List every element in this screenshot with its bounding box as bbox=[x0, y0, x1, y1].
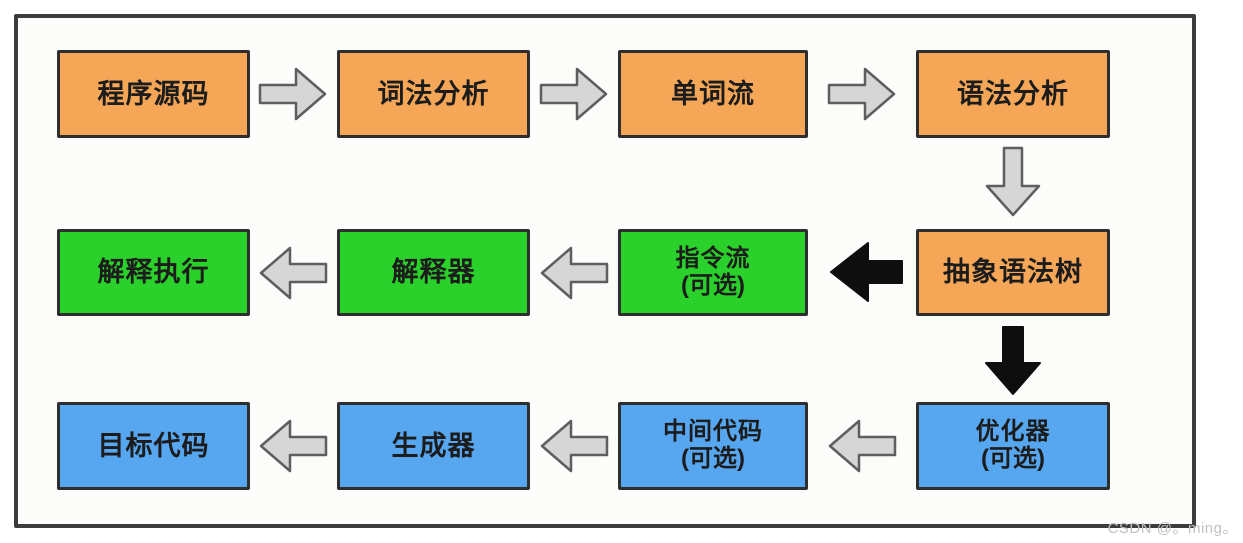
arrow-down-black-icon bbox=[983, 326, 1043, 396]
node-label: 单词流 bbox=[671, 78, 755, 109]
node-label: 抽象语法树 bbox=[943, 257, 1083, 288]
arrow-left-gray-icon bbox=[539, 244, 609, 302]
node-token-stream: 单词流 bbox=[618, 50, 808, 138]
node-source-code: 程序源码 bbox=[57, 50, 250, 138]
node-sublabel: (可选) bbox=[681, 445, 745, 472]
node-label: 生成器 bbox=[391, 430, 476, 461]
node-target-code: 目标代码 bbox=[57, 402, 250, 490]
node-label: 解释器 bbox=[391, 257, 476, 288]
arrow-left-gray-icon bbox=[258, 417, 328, 475]
node-label: 中间代码 bbox=[663, 418, 763, 446]
node-label: 优化器 bbox=[975, 418, 1051, 446]
node-interpret-execute: 解释执行 bbox=[57, 229, 250, 316]
arrow-right-gray-icon bbox=[827, 65, 897, 123]
csdn-watermark: CSDN @。ming。 bbox=[1107, 520, 1238, 537]
node-instruction-stream: 指令流 (可选) bbox=[618, 229, 808, 316]
node-sublabel: (可选) bbox=[981, 445, 1045, 472]
node-lexical-analysis: 词法分析 bbox=[337, 50, 530, 138]
node-generator: 生成器 bbox=[337, 402, 530, 490]
node-label: 语法分析 bbox=[957, 78, 1069, 109]
node-label: 指令流 bbox=[675, 244, 751, 272]
node-intermediate-code: 中间代码 (可选) bbox=[618, 402, 808, 490]
arrow-left-gray-icon bbox=[258, 244, 328, 302]
arrow-left-gray-icon bbox=[539, 417, 609, 475]
arrow-down-gray-icon bbox=[984, 146, 1042, 218]
arrow-left-black-icon bbox=[828, 239, 904, 305]
node-label: 词法分析 bbox=[377, 78, 490, 109]
node-label: 程序源码 bbox=[97, 78, 210, 109]
node-abstract-syntax-tree: 抽象语法树 bbox=[916, 229, 1110, 316]
node-syntax-analysis: 语法分析 bbox=[916, 50, 1110, 138]
node-sublabel: (可选) bbox=[681, 271, 745, 299]
arrow-left-gray-icon bbox=[827, 417, 897, 475]
node-interpreter: 解释器 bbox=[337, 229, 530, 316]
node-label: 目标代码 bbox=[97, 430, 210, 461]
arrow-right-gray-icon bbox=[258, 65, 328, 123]
arrow-right-gray-icon bbox=[539, 65, 609, 123]
node-optimizer: 优化器 (可选) bbox=[916, 402, 1110, 490]
node-label: 解释执行 bbox=[97, 257, 210, 288]
